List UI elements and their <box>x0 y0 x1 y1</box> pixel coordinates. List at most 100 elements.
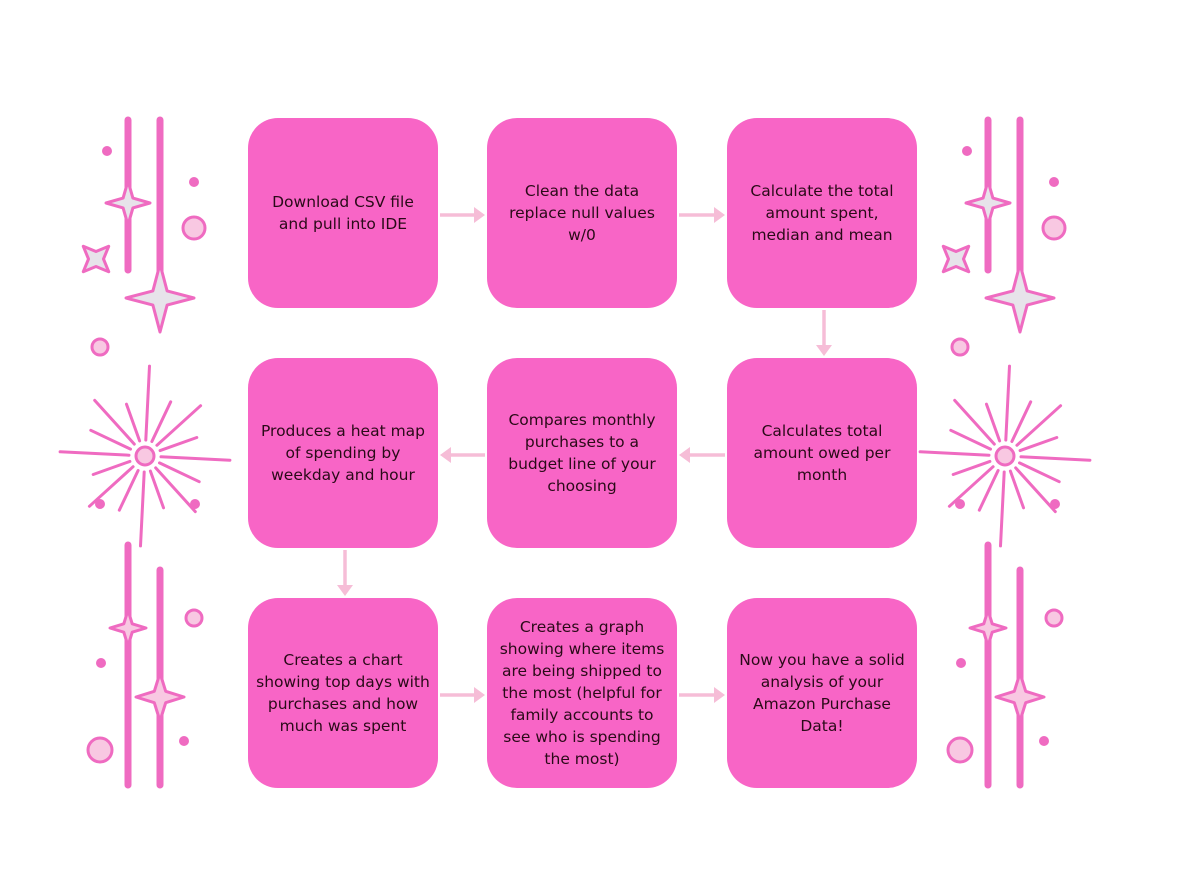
ring-icon <box>86 736 114 764</box>
flow-arrow <box>679 687 725 703</box>
dot-icon <box>955 499 965 509</box>
burst-ray <box>999 470 1006 548</box>
decoration-left <box>58 116 232 789</box>
dot-icon <box>179 736 189 746</box>
step-shipping-graph: Creates a graph showing where items are … <box>487 598 677 788</box>
arrowhead-icon <box>714 207 725 223</box>
burst-ray <box>159 455 232 462</box>
dot-icon <box>189 177 199 187</box>
arrowhead-icon <box>440 447 451 463</box>
dot-icon <box>95 499 105 509</box>
burst-ray <box>125 402 142 443</box>
arrowhead-icon <box>474 687 485 703</box>
step-text: Compares monthly purchases to a budget l… <box>508 411 656 495</box>
step-text: Clean the data replace null values w/0 <box>509 182 655 244</box>
flow-arrow <box>337 550 353 596</box>
dot-icon <box>190 499 200 509</box>
ring-icon <box>1044 608 1064 628</box>
dot-icon <box>1039 736 1049 746</box>
dot-icon <box>1050 499 1060 509</box>
burst-ray <box>144 364 151 442</box>
ring-icon <box>946 736 974 764</box>
burst-ray <box>58 450 131 457</box>
burst-ray <box>154 466 197 514</box>
burst-ray <box>117 469 140 512</box>
burst-ray <box>1010 400 1033 443</box>
sparkle-icon <box>124 262 196 334</box>
sparkle-icon <box>104 179 152 227</box>
sparkle-icon <box>81 244 111 274</box>
flow-arrow <box>816 310 832 356</box>
step-text: Creates a graph showing where items are … <box>499 618 665 768</box>
burst-ray <box>150 400 173 443</box>
burst-ray <box>1018 461 1061 484</box>
step-text: Produces a heat map of spending by weekd… <box>260 422 426 484</box>
arrowhead-icon <box>337 585 353 596</box>
arrowhead-icon <box>474 207 485 223</box>
sparkle-icon <box>984 262 1056 334</box>
step-final-analysis: Now you have a solid analysis of your Am… <box>727 598 917 788</box>
dot-icon <box>1049 177 1059 187</box>
step-download-csv: Download CSV file and pull into IDE <box>248 118 438 308</box>
sparkle-icon <box>994 671 1046 723</box>
burst-ray <box>953 398 996 446</box>
arrowhead-icon <box>816 345 832 356</box>
step-text: Calculates total amount owed per month <box>753 422 891 484</box>
step-calculate-totals: Calculate the total amount spent, median… <box>727 118 917 308</box>
burst-ray <box>1004 364 1011 442</box>
flow-arrow <box>679 447 725 463</box>
burst-ray <box>158 436 199 453</box>
arrowhead-icon <box>714 687 725 703</box>
burst-ray <box>1008 469 1025 510</box>
step-top-days-chart: Creates a chart showing top days with pu… <box>248 598 438 788</box>
flow-arrow <box>679 207 725 223</box>
dot-icon <box>956 658 966 668</box>
sparkle-icon <box>964 179 1012 227</box>
burst-ray <box>89 428 132 451</box>
ring-icon <box>90 337 110 357</box>
step-heat-map: Produces a heat map of spending by weekd… <box>248 358 438 548</box>
burst-ray <box>148 469 165 510</box>
flow-arrows <box>337 207 832 703</box>
ring-icon <box>184 608 204 628</box>
burst-ray <box>91 459 132 476</box>
burst-ray <box>87 465 135 508</box>
sparkle-icon <box>108 608 148 648</box>
step-text: Now you have a solid analysis of your Am… <box>739 651 905 735</box>
sparkle-icon <box>968 608 1008 648</box>
step-text: Creates a chart showing top days with pu… <box>256 651 430 735</box>
burst-ray <box>1015 404 1063 447</box>
flow-arrow <box>440 447 485 463</box>
burst-ray <box>93 398 136 446</box>
burst-ray <box>1014 466 1057 514</box>
burst-ray <box>951 459 992 476</box>
dot-icon <box>962 146 972 156</box>
burst-center-icon <box>994 445 1016 467</box>
step-clean-data: Clean the data replace null values w/0 <box>487 118 677 308</box>
burst-ray <box>1018 436 1059 453</box>
decoration-right <box>918 116 1092 789</box>
sparkle-icon <box>134 671 186 723</box>
ring-icon <box>181 215 207 241</box>
burst-ray <box>155 404 203 447</box>
burst-center-icon <box>134 445 156 467</box>
burst-ray <box>985 402 1002 443</box>
dot-icon <box>102 146 112 156</box>
dot-icon <box>96 658 106 668</box>
ring-icon <box>950 337 970 357</box>
burst-ray <box>1019 455 1092 462</box>
burst-ray <box>947 465 995 508</box>
step-monthly-owed: Calculates total amount owed per month <box>727 358 917 548</box>
arrowhead-icon <box>679 447 690 463</box>
sparkle-icon <box>941 244 971 274</box>
step-budget-compare: Compares monthly purchases to a budget l… <box>487 358 677 548</box>
step-text: Calculate the total amount spent, median… <box>750 182 894 244</box>
flow-arrow <box>440 687 485 703</box>
step-text: Download CSV file and pull into IDE <box>272 193 414 233</box>
burst-ray <box>918 450 991 457</box>
burst-ray <box>977 469 1000 512</box>
burst-ray <box>949 428 992 451</box>
burst-ray <box>158 461 201 484</box>
ring-icon <box>1041 215 1067 241</box>
